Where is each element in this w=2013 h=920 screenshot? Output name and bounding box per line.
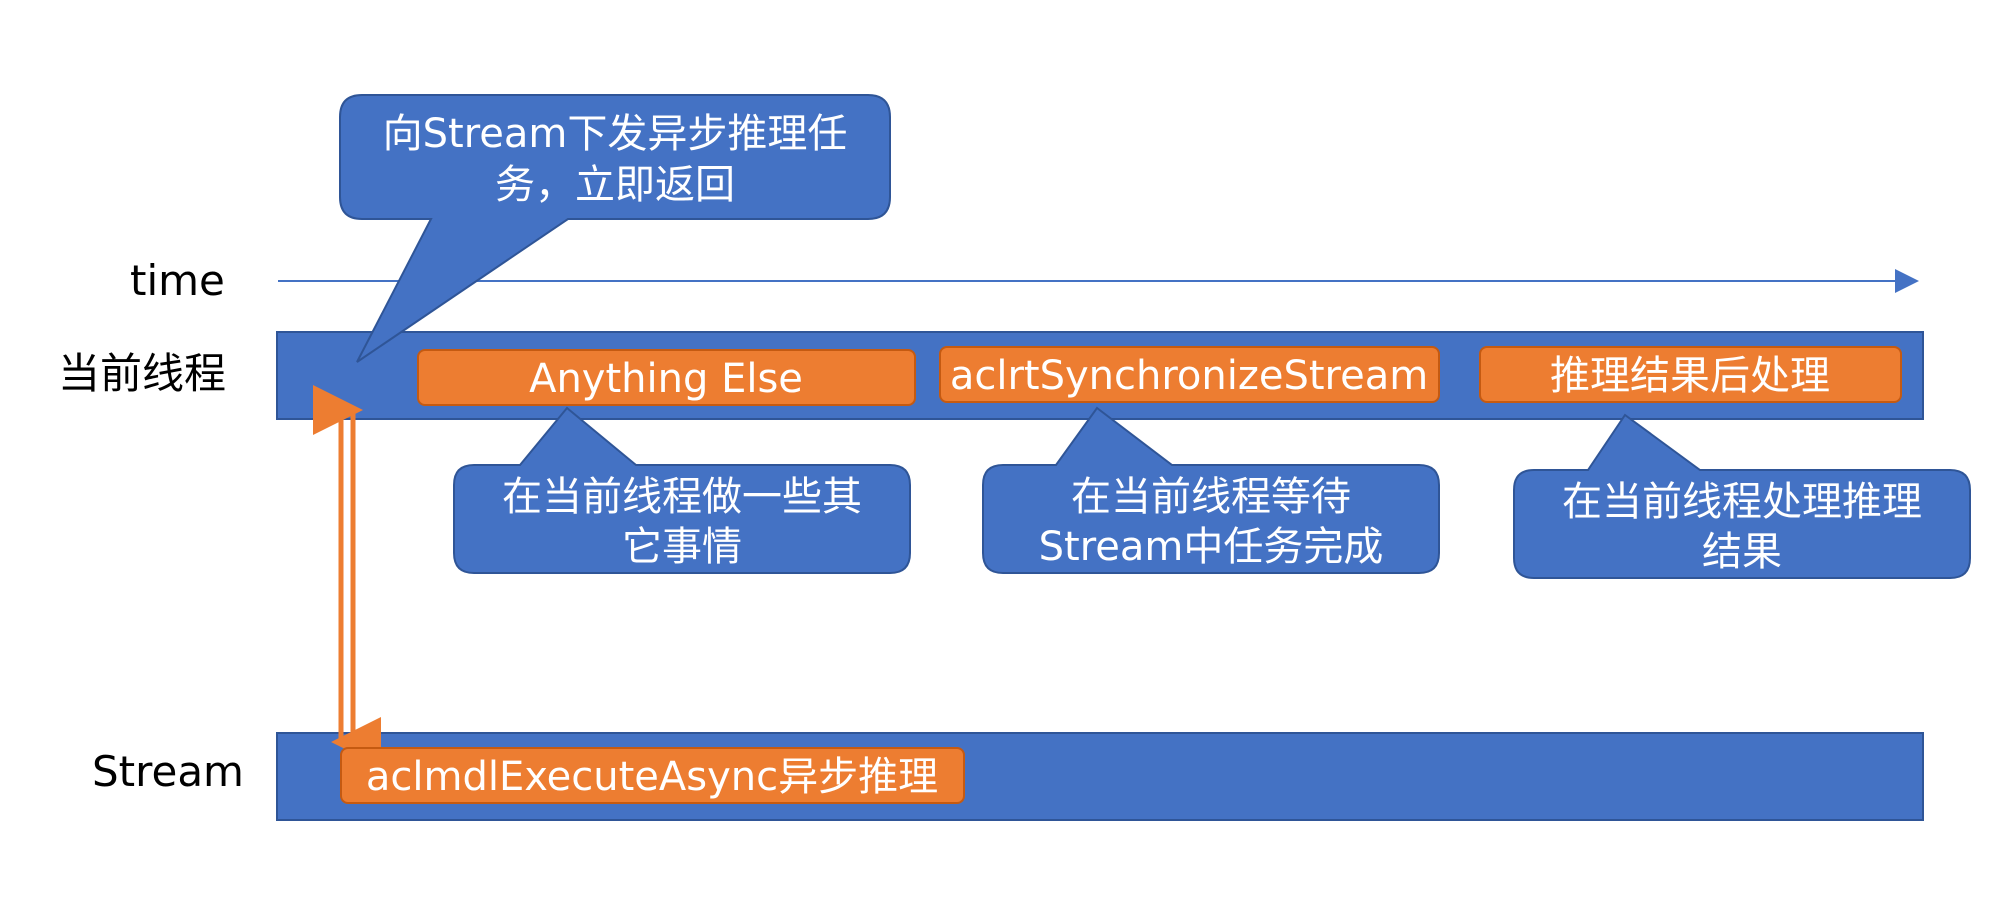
callout-process-result xyxy=(1513,413,1971,579)
task-anything-else xyxy=(417,349,916,406)
task-synchronize-stream xyxy=(939,346,1440,403)
stream-lane-label: Stream xyxy=(92,747,244,796)
callout-process-result-line1: 在当前线程处理推理 xyxy=(1562,479,1922,525)
callout-process-result-line2: 结果 xyxy=(1702,529,1782,575)
callout-other-work xyxy=(453,406,911,574)
current-thread-lane-label: 当前线程 xyxy=(58,349,226,398)
callout-wait-stream-line1: 在当前线程等待 xyxy=(1071,474,1351,520)
callout-dispatch-line1: 向Stream下发异步推理任 xyxy=(383,111,848,157)
task-execute-async-label: aclmdlExecuteAsync异步推理 xyxy=(366,754,938,800)
task-synchronize-stream-label: aclrtSynchronizeStream xyxy=(950,353,1428,399)
callout-other-work-line1: 在当前线程做一些其 xyxy=(502,474,862,520)
callout-dispatch xyxy=(339,94,891,363)
time-axis-label: time xyxy=(130,256,225,305)
callout-wait-stream-line2: Stream中任务完成 xyxy=(1039,524,1384,570)
task-post-process xyxy=(1479,346,1902,403)
callout-dispatch-line2: 务，立即返回 xyxy=(495,162,735,208)
callout-wait-stream xyxy=(982,406,1440,574)
callout-other-work-line2: 它事情 xyxy=(622,524,742,570)
task-execute-async xyxy=(340,747,965,804)
task-post-process-label: 推理结果后处理 xyxy=(1550,353,1830,399)
task-anything-else-label: Anything Else xyxy=(529,356,803,402)
